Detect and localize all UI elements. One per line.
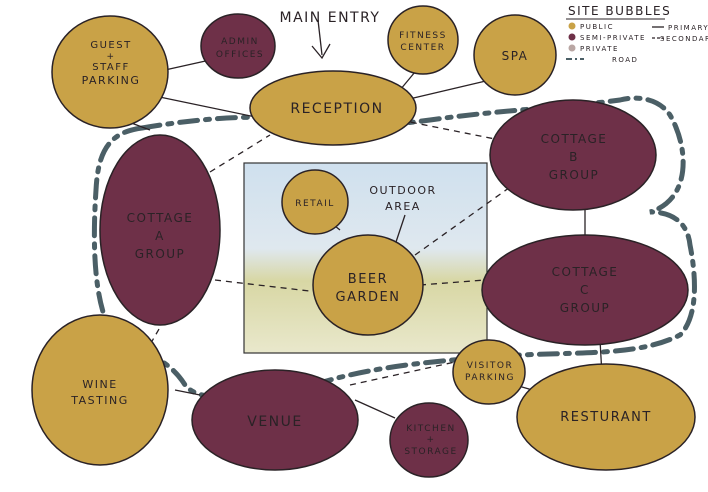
reception-label: RECEPTION <box>290 101 383 117</box>
guest-parking-label-3: STAFF <box>92 62 130 73</box>
bubble-visitor-parking[interactable] <box>452 339 526 405</box>
bubble-resturant[interactable] <box>516 363 696 471</box>
admin-offices-label-2: OFFICES <box>216 50 264 60</box>
link-parking-reception <box>149 94 271 121</box>
bubble-spa[interactable] <box>473 14 557 96</box>
main-entry-arrowhead <box>311 43 331 60</box>
venue-label: VENUE <box>247 414 303 430</box>
cottage-c-label-3: GROUP <box>560 301 611 315</box>
legend-label-semi-private: SEMI-PRIVATE <box>580 34 646 42</box>
bubble-reception[interactable] <box>249 70 417 146</box>
road-spur <box>139 114 268 131</box>
bubble-kitchen-storage[interactable] <box>389 402 469 478</box>
bubble-fitness-center[interactable] <box>387 5 459 75</box>
bubble-venue[interactable] <box>191 369 359 471</box>
wine-tasting-label-2: TASTING <box>70 394 129 407</box>
legend-label-road: ROAD <box>612 56 638 64</box>
link-parking-admin <box>164 59 211 71</box>
link-wine-venue <box>174 389 201 396</box>
beer-garden-label-1: BEER <box>348 272 388 287</box>
legend-label-primary: PRIMARY <box>668 24 708 32</box>
cottage-a-label-3: GROUP <box>135 247 186 261</box>
legend: SITE BUBBLES PUBLIC SEMI-PRIVATE PRIVATE… <box>566 4 708 64</box>
legend-title: SITE BUBBLES <box>568 4 671 18</box>
resturant-label: RESTURANT <box>560 410 652 425</box>
guest-parking-label-2: + <box>106 52 115 62</box>
legend-swatch-private <box>568 44 576 52</box>
bubble-retail[interactable] <box>281 169 349 235</box>
secondary-connections <box>139 119 521 386</box>
spa-label: SPA <box>502 49 529 63</box>
bubble-admin-offices[interactable] <box>200 13 276 79</box>
kitchen-storage-label-2: + <box>426 435 435 445</box>
visitor-parking-label-2: PARKING <box>465 373 515 383</box>
outdoor-area-label-1: OUTDOOR <box>369 184 436 197</box>
wine-tasting-label-1: WINE <box>82 378 117 391</box>
cottage-b-label-1: COTTAGE <box>541 132 608 146</box>
fitness-center-label-1: FITNESS <box>399 31 447 41</box>
admin-offices-label-1: ADMIN <box>221 37 259 47</box>
cottage-c-label-2: C <box>580 283 590 297</box>
legend-label-private: PRIVATE <box>580 45 619 53</box>
cottage-a-label-1: COTTAGE <box>127 211 194 225</box>
cottage-b-label-3: GROUP <box>549 168 600 182</box>
cottage-b-label-2: B <box>569 150 579 164</box>
cottage-c-label-1: COTTAGE <box>552 265 619 279</box>
kitchen-storage-label-1: KITCHEN <box>406 424 456 434</box>
legend-swatch-public <box>568 22 576 30</box>
bubble-cottage-a[interactable] <box>99 134 221 326</box>
link-reception-spa <box>404 79 491 101</box>
bubble-guest-parking[interactable] <box>51 15 169 129</box>
legend-label-secondary: SECONDARY <box>660 35 708 43</box>
visitor-parking-label-1: VISITOR <box>467 361 514 371</box>
bubble-beer-garden[interactable] <box>312 234 424 336</box>
beer-garden-label-2: GARDEN <box>336 290 401 305</box>
link-venue-kitchen <box>354 399 396 419</box>
main-entry-label: MAIN ENTRY <box>280 10 381 26</box>
outdoor-area-label-2: AREA <box>385 200 421 213</box>
kitchen-storage-label-3: STORAGE <box>404 447 457 457</box>
guest-parking-label-4: PARKING <box>82 74 141 87</box>
link-venue-visitor <box>349 361 456 386</box>
bubble-cottage-c[interactable] <box>481 234 689 346</box>
link-cottage-a-reception <box>209 134 271 173</box>
fitness-center-label-2: CENTER <box>400 43 445 53</box>
legend-swatch-semi-private <box>568 33 576 41</box>
link-reception-cottage-b <box>399 119 501 141</box>
cottage-a-label-2: A <box>155 229 165 243</box>
bubble-cottage-b[interactable] <box>489 99 657 211</box>
retail-label: RETAIL <box>295 199 335 209</box>
main-entry-arrow-shaft <box>317 19 323 56</box>
legend-label-public: PUBLIC <box>580 23 614 31</box>
bubble-wine-tasting[interactable] <box>31 314 169 466</box>
guest-parking-label-1: GUEST <box>90 40 131 51</box>
link-beer-outdoor <box>394 214 406 246</box>
